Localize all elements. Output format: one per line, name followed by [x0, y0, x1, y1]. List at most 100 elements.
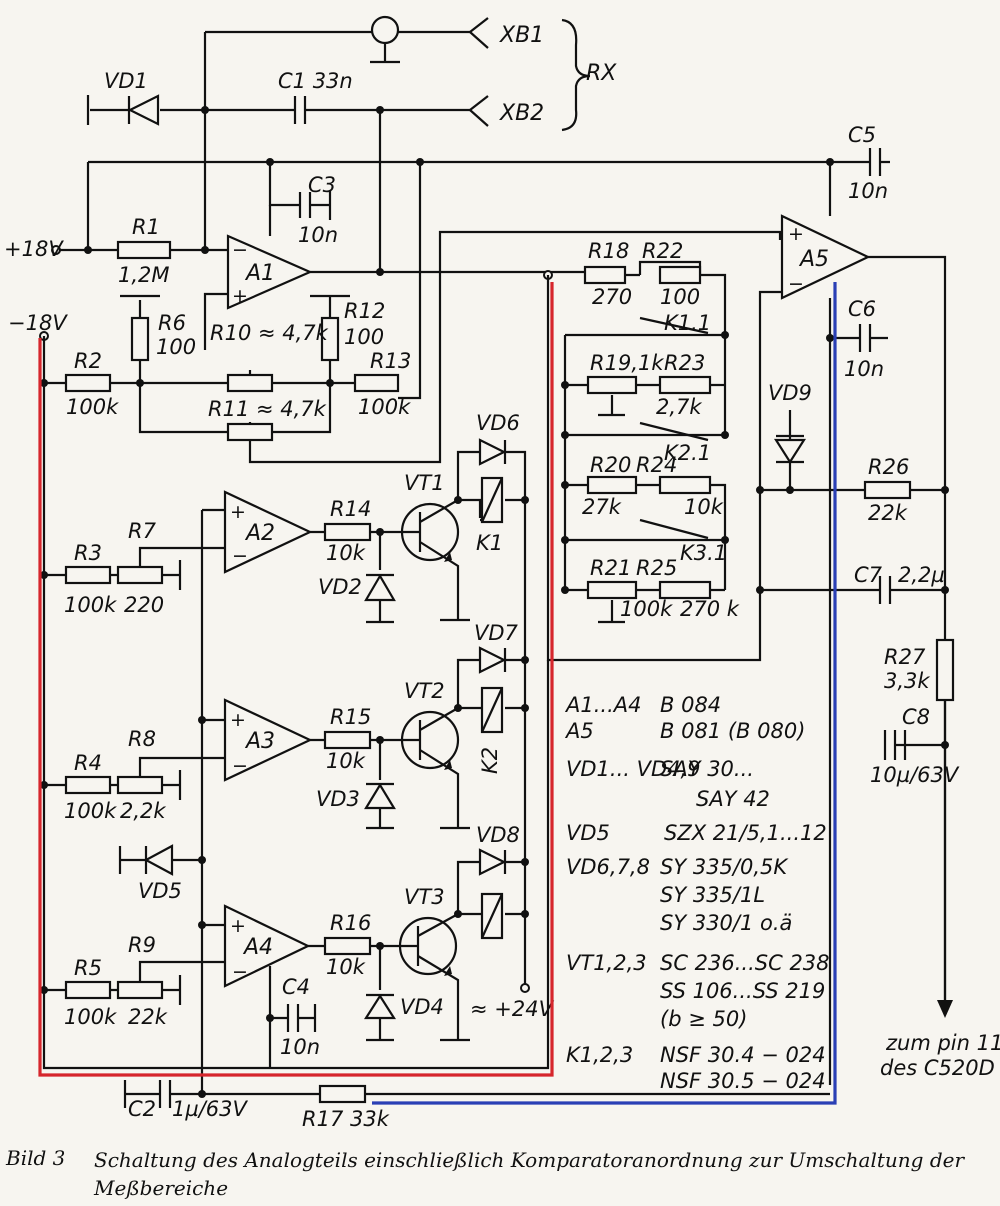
r25-label: R25 — [636, 556, 677, 580]
r18-label: R18 — [588, 239, 629, 263]
opamp-a4 — [223, 904, 311, 988]
vt1-label: VT1 — [404, 471, 445, 495]
r26-label: R26 — [868, 455, 909, 479]
capacitor-c5 — [868, 148, 890, 176]
opamp-a1 — [226, 234, 313, 310]
capacitor-c3 — [298, 190, 332, 220]
r23-value: 2,7k — [656, 395, 702, 419]
svg-text:+: + — [230, 501, 246, 523]
vd3-label: VD3 — [316, 787, 360, 811]
parts-ref-4: VD5 — [566, 821, 610, 845]
resistor-r12 — [320, 316, 340, 362]
vt2-label: VT2 — [404, 679, 445, 703]
r19-label: R19,1k — [590, 351, 664, 375]
parts-type-6: SY 335/1L — [660, 883, 765, 907]
potentiometer-r7 — [116, 565, 164, 585]
minus18-label: −18V — [8, 311, 68, 335]
r26-value: 22k — [868, 501, 908, 525]
k31-label: K3.1 — [680, 541, 727, 565]
r9-label: R9 — [128, 933, 156, 957]
c8-value: 10µ/63V — [870, 763, 960, 787]
r21-value: 100k — [620, 597, 673, 621]
r16-value: 10k — [326, 955, 366, 979]
c2-value: 1µ/63V — [172, 1097, 249, 1121]
a2-label: A2 — [244, 521, 275, 546]
r12-label: R12 — [344, 299, 385, 323]
diode-vd7 — [478, 646, 507, 674]
diode-vd8 — [478, 848, 507, 876]
xb1-terminal — [469, 17, 489, 49]
c5-label: C5 — [848, 123, 876, 147]
parts-type-10: (b ≥ 50) — [660, 1007, 747, 1031]
vd6-label: VD6 — [476, 411, 520, 435]
svg-text:−: − — [232, 961, 248, 983]
r18-value: 270 — [592, 285, 632, 309]
capacitor-c2 — [158, 1080, 172, 1108]
r16-label: R16 — [330, 911, 371, 935]
vd7-label: VD7 — [474, 621, 519, 645]
r21-label: R21 — [590, 556, 631, 580]
xb1-label: XB1 — [499, 23, 544, 48]
parts-ref-11: K1,2,3 — [566, 1043, 633, 1067]
parts-type-8: SC 236...SC 238 — [660, 951, 830, 975]
a4-label: A4 — [242, 935, 273, 960]
r7-label: R7 — [128, 519, 157, 543]
svg-text:+: + — [230, 915, 246, 937]
r5-value: 100k — [64, 1005, 117, 1029]
caption-text: Schaltung des Analogteils einschließlich… — [94, 1148, 965, 1200]
resistor-r4 — [64, 775, 112, 795]
vd8-label: VD8 — [476, 823, 520, 847]
red-highlight-trace — [38, 282, 554, 1077]
r9-value: 22k — [128, 1005, 168, 1029]
svg-text:+: + — [232, 285, 248, 307]
r3-value: 100k — [64, 593, 117, 617]
potentiometer-r10 — [226, 373, 274, 393]
r3-label: R3 — [74, 541, 102, 565]
capacitor-c8 — [883, 730, 907, 760]
transistor-vt2 — [400, 707, 470, 830]
c5-value: 10n — [848, 179, 888, 203]
output-arrow — [937, 1000, 953, 1018]
svg-text:+: + — [788, 223, 804, 245]
r17-label: R17 33k — [302, 1107, 390, 1130]
resistor-r26 — [863, 480, 912, 500]
vd5-label: VD5 — [138, 879, 182, 903]
parts-type-9: SS 106...SS 219 — [660, 979, 825, 1003]
c6-value: 10n — [844, 357, 884, 381]
shielded-input-symbol — [370, 15, 400, 64]
k21-label: K2.1 — [664, 441, 711, 465]
k11-label: K1.1 — [664, 311, 711, 335]
parts-type-12: NSF 30.5 − 024 — [660, 1069, 826, 1093]
parts-type-1: B 081 (B 080) — [660, 719, 805, 743]
caption-number: Bild 3 — [6, 1146, 66, 1170]
resistor-r24 — [658, 475, 712, 495]
c8-label: C8 — [902, 705, 930, 729]
r25-value: 270 k — [680, 597, 740, 621]
a1-label: A1 — [244, 261, 275, 286]
r24-label: R24 — [636, 453, 677, 477]
r10-label: R10 ≈ 4,7k — [210, 321, 329, 345]
r15-label: R15 — [330, 705, 371, 729]
resistor-r13 — [353, 373, 400, 393]
r20-label: R20 — [590, 453, 631, 477]
xb2-terminal — [469, 95, 489, 127]
r15-value: 10k — [326, 749, 366, 773]
r14-label: R14 — [330, 497, 371, 521]
capacitor-c7 — [878, 576, 892, 604]
resistor-r23 — [658, 375, 712, 395]
parts-type-4: SZX 21/5,1...12 — [664, 821, 827, 845]
resistor-r22 — [658, 265, 702, 285]
diode-vd4 — [363, 993, 397, 1020]
r2-label: R2 — [74, 349, 102, 373]
r6-label: R6 — [158, 311, 186, 335]
diode-vd1 — [127, 94, 160, 126]
svg-text:−: − — [788, 273, 804, 295]
parts-ref-2: VD1... VD4,9 — [566, 757, 701, 781]
diode-vd6 — [478, 438, 507, 466]
diode-vd5 — [118, 844, 174, 876]
rx-brace — [561, 18, 591, 132]
c4-label: C4 — [282, 975, 310, 999]
svg-text:−: − — [232, 755, 248, 777]
plus24-label: ≈ +24V — [470, 997, 555, 1021]
potentiometer-r21 — [586, 580, 638, 600]
